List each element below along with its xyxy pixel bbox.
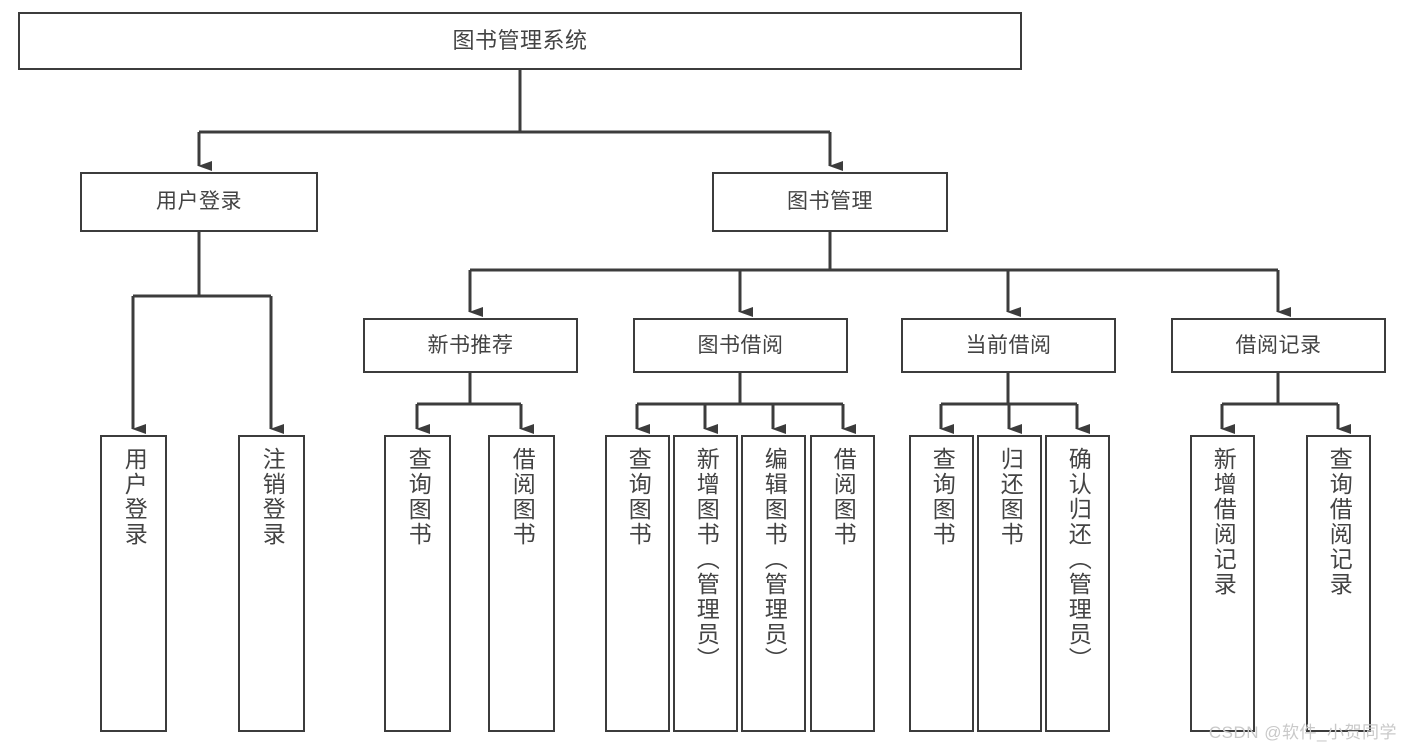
node-leaf-borrow-book-1-label: 借阅图书 [509,447,536,547]
node-leaf-edit-book[interactable]: 编辑图书（管理员） [741,435,806,732]
node-book-management-label: 图书管理 [787,190,873,214]
node-leaf-edit-book-label: 编辑图书（管理员） [761,447,788,672]
node-leaf-logout-login-label: 注销登录 [259,447,286,547]
node-leaf-query-book-2[interactable]: 查询图书 [605,435,670,732]
node-root-label: 图书管理系统 [452,27,588,53]
node-root[interactable]: 图书管理系统 [18,12,1022,70]
node-leaf-query-book-2-label: 查询图书 [625,447,652,547]
node-user-login-label: 用户登录 [156,190,242,214]
node-leaf-return-book[interactable]: 归还图书 [977,435,1042,732]
node-leaf-add-book[interactable]: 新增图书（管理员） [673,435,738,732]
node-current-borrow[interactable]: 当前借阅 [901,318,1116,373]
node-book-borrow-label: 图书借阅 [697,333,784,357]
node-leaf-add-record-label: 新增借阅记录 [1210,447,1237,597]
node-leaf-query-book-3[interactable]: 查询图书 [909,435,974,732]
node-leaf-confirm-return[interactable]: 确认归还（管理员） [1045,435,1110,732]
node-new-book-recommend[interactable]: 新书推荐 [363,318,578,373]
node-borrow-record[interactable]: 借阅记录 [1171,318,1386,373]
node-leaf-user-login-label: 用户登录 [121,447,148,547]
node-leaf-query-record-label: 查询借阅记录 [1326,447,1353,597]
csdn-watermark: CSDN @软件_小贺同学 [1208,723,1397,742]
node-leaf-query-book-3-label: 查询图书 [929,447,956,547]
node-book-borrow[interactable]: 图书借阅 [633,318,848,373]
node-leaf-borrow-book-2[interactable]: 借阅图书 [810,435,875,732]
node-leaf-query-book-1[interactable]: 查询图书 [384,435,451,732]
node-new-book-recommend-label: 新书推荐 [427,333,514,357]
node-leaf-query-record[interactable]: 查询借阅记录 [1306,435,1371,732]
node-leaf-borrow-book-2-label: 借阅图书 [830,447,857,547]
node-book-management[interactable]: 图书管理 [712,172,948,232]
node-leaf-borrow-book-1[interactable]: 借阅图书 [488,435,555,732]
node-leaf-add-book-label: 新增图书（管理员） [693,447,720,672]
node-leaf-query-book-1-label: 查询图书 [405,447,432,547]
node-leaf-add-record[interactable]: 新增借阅记录 [1190,435,1255,732]
node-borrow-record-label: 借阅记录 [1235,333,1322,357]
node-leaf-logout-login[interactable]: 注销登录 [238,435,305,732]
node-leaf-return-book-label: 归还图书 [997,447,1024,547]
node-leaf-confirm-return-label: 确认归还（管理员） [1065,447,1092,672]
node-leaf-user-login[interactable]: 用户登录 [100,435,167,732]
node-current-borrow-label: 当前借阅 [965,333,1052,357]
node-user-login[interactable]: 用户登录 [80,172,318,232]
